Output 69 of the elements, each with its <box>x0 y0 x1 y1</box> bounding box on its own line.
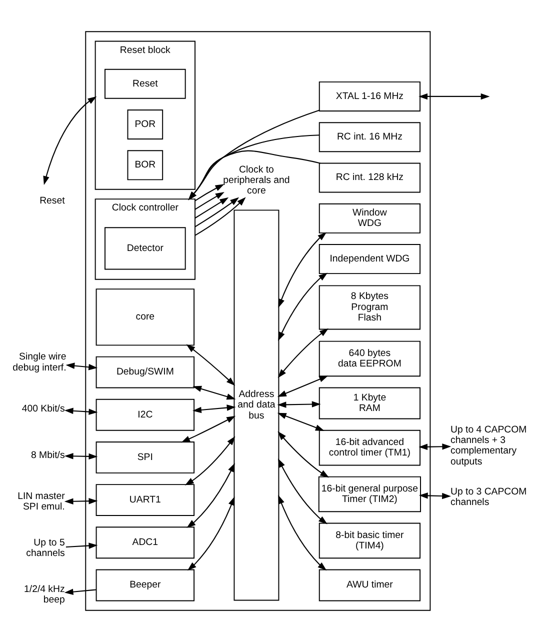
arrow <box>64 408 98 415</box>
node-box: Detector <box>104 227 186 270</box>
arrow <box>184 436 236 486</box>
arrow <box>194 197 240 228</box>
arrow <box>43 96 97 186</box>
arrow <box>277 412 324 431</box>
node-text: Up to 5 channels <box>26 538 65 560</box>
node-box: Window WDG <box>318 203 421 234</box>
arrow <box>194 197 229 219</box>
arrow <box>278 458 328 524</box>
arrow <box>192 404 236 414</box>
node-text: Up to 4 CAPCOM channels + 3 complementary outputs <box>450 424 527 468</box>
arrow <box>194 197 246 236</box>
node-box: core <box>96 288 195 346</box>
arrow <box>277 401 321 408</box>
node-box: 1 Kbyte RAM <box>318 387 421 420</box>
node-box: SPI <box>96 442 195 474</box>
node-text: 8 Mbit/s <box>31 450 65 461</box>
node-text: 400 Kbit/s <box>22 403 65 414</box>
node-box: XTAL 1-16 MHz <box>318 81 421 112</box>
arrow <box>278 272 328 341</box>
node-box: Beeper <box>96 569 195 602</box>
node-box: 640 bytes data EEPROM <box>318 340 421 377</box>
arrow <box>188 150 320 200</box>
arrow <box>277 376 328 397</box>
arrow <box>66 362 98 370</box>
node-box: I2C <box>96 398 195 431</box>
arrow <box>66 542 98 549</box>
node-text: LIN master SPI emul. <box>18 491 65 513</box>
arrow <box>188 134 320 200</box>
arrow <box>64 588 96 595</box>
cluster <box>85 31 431 611</box>
node-box: RC int. 16 MHz <box>318 122 421 152</box>
node-box: Address and data bus <box>234 210 280 601</box>
node-box: ADC1 <box>96 526 195 559</box>
node-box: 16-bit general purpose Timer (TIM2) <box>318 476 421 512</box>
node-box: UART1 <box>96 484 195 516</box>
arrow <box>64 453 98 460</box>
node-box: Reset <box>104 68 186 99</box>
node-text: Reset <box>40 195 65 206</box>
arrow <box>64 498 98 504</box>
node-text: Single wire debug interf. <box>12 352 66 374</box>
node-text: Up to 3 CAPCOM channels <box>450 486 527 508</box>
arrow <box>418 492 451 500</box>
node-box: 8 Kbytes Program Flash <box>318 285 421 330</box>
arrow <box>187 496 235 570</box>
node-box: POR <box>127 110 164 140</box>
arrow <box>278 494 327 571</box>
node-box: AWU timer <box>318 569 421 602</box>
arrow <box>418 443 452 450</box>
arrow <box>188 110 320 200</box>
node-box: Independent WDG <box>318 244 421 274</box>
arrow <box>186 344 236 386</box>
node-box: BOR <box>127 150 164 180</box>
node-box: Debug/SWIM <box>96 356 195 388</box>
arrow <box>186 463 235 528</box>
node-box: 8-bit basic timer (TIM4) <box>318 522 421 559</box>
arrow <box>194 184 224 202</box>
arrow <box>278 232 327 308</box>
arrow <box>418 93 490 100</box>
arrow <box>194 192 224 210</box>
node-box: 16-bit advanced control timer (TM1) <box>318 430 421 466</box>
arrow <box>278 431 330 478</box>
arrow <box>181 416 236 443</box>
arrow <box>192 386 236 400</box>
node-box: RC int. 128 kHz <box>318 162 421 193</box>
node-text: 1/2/4 kHz beep <box>24 584 65 606</box>
node-text: Clock to peripherals and core <box>223 164 290 197</box>
arrow <box>278 328 329 378</box>
